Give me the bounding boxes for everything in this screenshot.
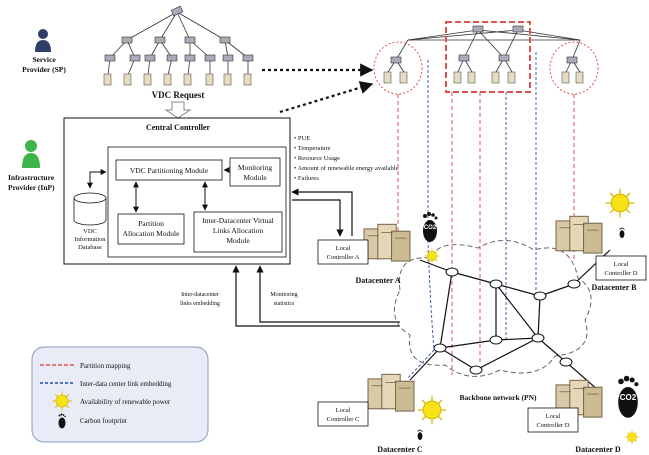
legend-box — [31, 346, 209, 443]
datacenter-b-label: Datacenter B — [592, 283, 638, 292]
service-provider-label-1: Service — [32, 55, 56, 64]
infrastructure-provider-label-2: Provider (InP) — [8, 183, 55, 192]
infrastructure-provider-label-1: Infrastructure — [8, 173, 55, 182]
datacenter-a-servers — [363, 223, 411, 262]
datacenter-a-label: Datacenter A — [356, 276, 401, 285]
monitoring-stats-label-1: Monitoring — [270, 292, 297, 298]
local-controller-a-label-1: Local — [336, 245, 351, 252]
datacenter-a-co2-text: CO2 — [424, 225, 437, 231]
local-controller-d-label-2: Controller D — [536, 422, 569, 429]
metric-item-2: • Resource Usage — [294, 155, 340, 162]
inter-datacenter-links-label-1: Inter-Datacenter Virtual — [202, 216, 274, 225]
metric-item-0: • PUE — [294, 135, 310, 142]
controller-to-local-a-arrow — [292, 199, 344, 237]
partition-allocation-label-2: Allocation Module — [123, 229, 181, 238]
datacenter-d-co2-text: CO2 — [620, 393, 637, 402]
backbone-routers — [433, 267, 581, 375]
partition-a-circle — [373, 41, 423, 95]
datacenter-c-label: Datacenter C — [377, 445, 423, 454]
local-controller-c-box — [317, 401, 369, 427]
inter-datacenter-links-module — [193, 211, 283, 253]
monitoring-statistics-arrow — [256, 265, 400, 323]
datacenter-c-sun-icon — [417, 395, 447, 425]
local-controller-d-label-1: Local — [546, 413, 561, 420]
database-label-1: VDC — [83, 228, 97, 235]
datacenter-a-sun-icon — [423, 247, 441, 265]
local-controller-b-box — [595, 255, 647, 281]
partition-allocation-label-1: Partition — [138, 219, 164, 228]
monitoring-stats-label-2: statistics — [274, 301, 295, 307]
datacenter-c-servers — [367, 373, 415, 412]
local-controller-c-label-1: Local — [336, 407, 351, 414]
database-label-2: Information — [74, 236, 106, 243]
infrastructure-provider-icon — [22, 140, 40, 168]
legend-renewable-label: Availability of renewable power — [80, 398, 171, 406]
local-controller-a-label-2: Controller A — [327, 254, 360, 261]
monitoring-module — [229, 157, 281, 187]
controller-to-network-arrow — [279, 81, 374, 114]
inter-datacenter-links-label-3: Module — [226, 236, 250, 245]
service-provider-icon — [35, 29, 51, 52]
monitoring-module-label-1: Monitoring — [238, 163, 272, 172]
links-embedding-arrow — [232, 265, 400, 327]
vdc-request-topology — [103, 5, 254, 86]
local-controller-c-label-2: Controller C — [327, 416, 360, 423]
db-to-module-arrow — [87, 169, 107, 189]
metric-item-4: • Failures — [294, 175, 319, 182]
embedding-label-2: links embedding — [180, 301, 220, 307]
embedding-label-1: Inter-datacenter — [181, 292, 219, 298]
local-a-to-controller-arrow — [291, 188, 353, 236]
inter-datacenter-links-label-2: Links Allocation — [213, 226, 263, 235]
vdc-request-label: VDC Request — [152, 90, 205, 100]
metrics-list: • PUE • Temperature • Resource Usage • A… — [294, 135, 399, 182]
metric-item-3: • Amount of renewable energy available — [294, 165, 399, 172]
local-controller-b-label-1: Local — [614, 261, 629, 268]
local-controller-d-box — [527, 407, 579, 433]
vdc-partitioning-module-label: VDC Partitioning Module — [130, 166, 209, 175]
partition-b-circle — [549, 41, 599, 95]
central-controller-title: Central Controller — [146, 123, 211, 132]
partition-allocation-module — [117, 213, 185, 245]
monitoring-module-label-2: Module — [243, 173, 267, 182]
local-controller-a-box — [317, 239, 369, 265]
datacenter-b-servers — [555, 215, 603, 254]
datacenter-b-carbon-footprint-icon — [619, 227, 625, 238]
local-controller-b-label-2: Controller D — [604, 270, 637, 277]
vdc-database-icon — [73, 192, 107, 226]
vdc-partitioning-module — [115, 159, 223, 181]
datacenter-d-sun-icon — [624, 429, 640, 445]
datacenter-b-sun-icon — [605, 188, 635, 218]
legend-embedding-label: Inter-data center link embedding — [80, 380, 172, 388]
legend-partition-label: Partition mapping — [80, 362, 131, 370]
backbone-cloud — [393, 240, 592, 377]
virtual-network-topology — [383, 25, 584, 84]
database-label-3: Database — [78, 244, 102, 251]
metric-item-1: • Temperature — [294, 145, 331, 152]
datacenter-d-label: Datacenter D — [575, 445, 621, 454]
datacenter-c-carbon-footprint-icon — [417, 429, 423, 440]
legend-carbon-label: Carbon footprint — [80, 417, 127, 425]
partition-center-box — [445, 21, 531, 93]
link-embedding-lines — [407, 52, 537, 379]
backbone-label: Backbone network (PN) — [459, 393, 537, 402]
request-down-arrow — [164, 101, 192, 119]
backbone-links — [409, 249, 611, 391]
service-provider-label-2: Provider (SP) — [22, 65, 66, 74]
